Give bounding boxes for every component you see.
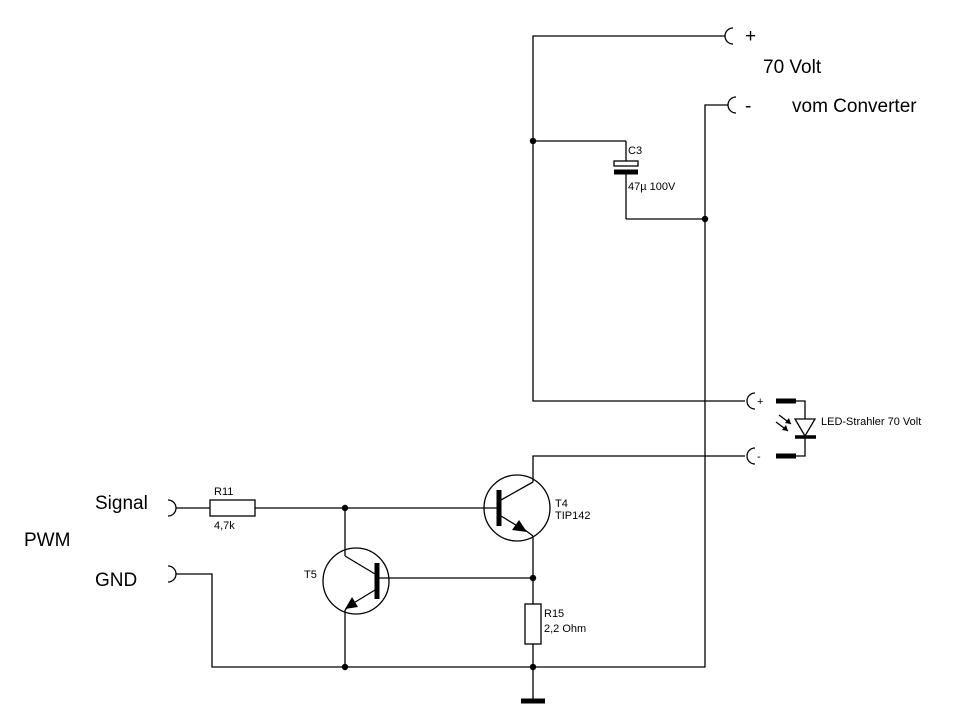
gnd-connector <box>167 565 177 583</box>
c3-value: 47µ 100V <box>628 181 676 193</box>
supply-voltage-label: 70 Volt <box>763 57 822 78</box>
led-label: LED-Strahler 70 Volt <box>821 416 921 428</box>
led-plus-connector <box>746 392 796 410</box>
signal-connector <box>167 499 177 517</box>
c3-name: C3 <box>628 145 642 157</box>
resistor-r11 <box>209 499 256 517</box>
supply-plus-label: + <box>745 26 756 47</box>
supply-minus-label: - <box>745 96 751 117</box>
gnd-wire <box>176 573 533 668</box>
t4-name: T4 <box>555 498 568 510</box>
supply-plus-connector <box>724 27 734 45</box>
resistor-r15 <box>524 603 542 645</box>
supply-minus-connector <box>727 96 737 114</box>
minus-rail-wire <box>533 104 728 668</box>
pwm-label: PWM <box>24 530 70 551</box>
gnd-label: GND <box>95 570 137 591</box>
t4-type: TIP142 <box>555 510 590 522</box>
ground-symbol <box>521 667 545 704</box>
r15-name: R15 <box>544 608 564 620</box>
r11-value: 4,7k <box>214 520 235 532</box>
transistor-t4 <box>483 474 551 578</box>
led-collector-wire <box>532 455 745 482</box>
led-plus-label: + <box>757 396 763 408</box>
t5-name: T5 <box>304 569 317 581</box>
led-minus-connector <box>746 447 796 465</box>
led-symbol <box>775 400 817 457</box>
led-minus-label: - <box>757 451 761 463</box>
supply-source-label: vom Converter <box>792 96 917 117</box>
signal-label: Signal <box>95 493 148 514</box>
transistor-t5 <box>322 547 390 615</box>
r11-name: R11 <box>214 486 233 498</box>
capacitor-c3 <box>533 140 705 220</box>
junction-dots <box>341 137 709 671</box>
r15-value: 2,2 Ohm <box>544 623 586 635</box>
plus-rail-wire <box>532 35 745 402</box>
